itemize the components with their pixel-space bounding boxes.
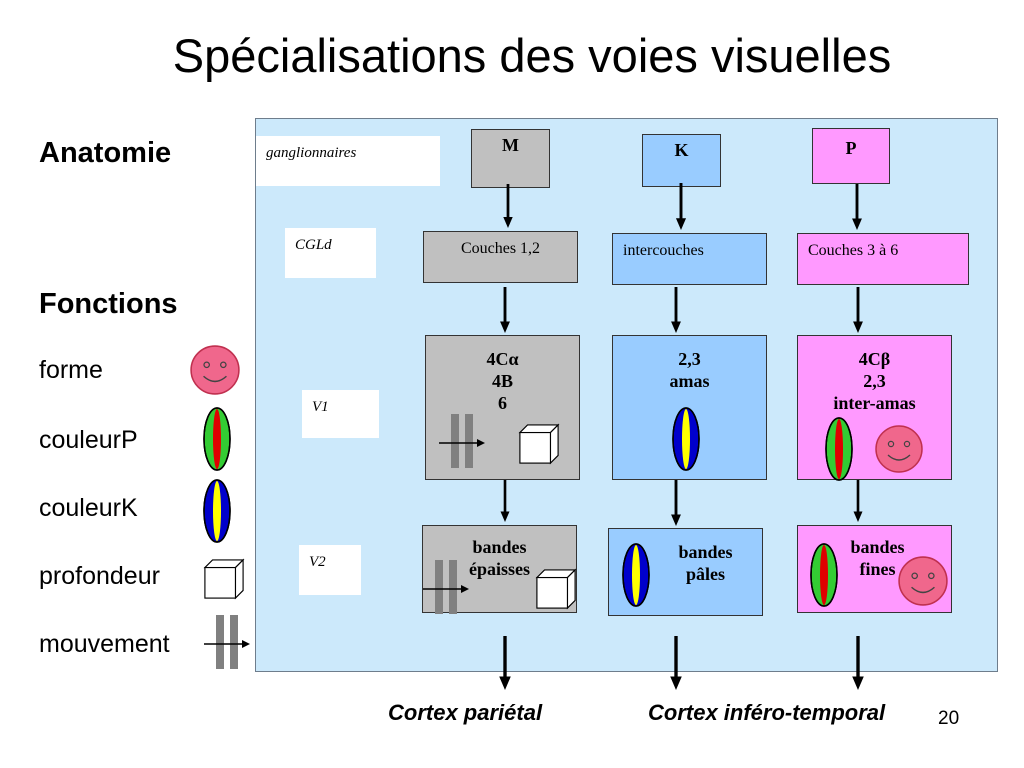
cube-icon <box>203 558 245 600</box>
v1-box-p: 4Cβ 2,3 inter-amas <box>797 335 952 480</box>
legend-label-forme: forme <box>39 356 103 384</box>
arrow-down-icon <box>670 636 682 690</box>
v1-m-line-2: 4B <box>491 371 513 391</box>
fonctions-heading: Fonctions <box>39 288 178 320</box>
arrow-down-icon <box>675 183 687 230</box>
motion-bars-icon <box>421 559 471 615</box>
v2-k-line-1: bandes <box>678 542 733 562</box>
smiley-icon <box>874 424 924 474</box>
level-label-v2: V2 <box>299 545 361 595</box>
smiley-icon <box>189 344 241 396</box>
v1-m-line-3: 6 <box>498 393 507 413</box>
legend-label-profondeur: profondeur <box>39 562 160 590</box>
cube-icon <box>518 423 560 465</box>
pathway-header-m: M <box>471 129 550 188</box>
arrow-down-icon <box>852 480 864 522</box>
level-label-cgld: CGLd <box>285 228 376 278</box>
v1-p-line-2: 2,3 <box>863 371 886 391</box>
pathway-header-k: K <box>642 134 721 187</box>
motion-bars-icon <box>202 614 252 670</box>
red-green-ellipse-icon <box>203 406 231 472</box>
v1-box-m: 4Cα 4B 6 <box>425 335 580 480</box>
blue-yellow-ellipse-icon <box>203 478 231 544</box>
level-label-ganglionnaires: ganglionnaires <box>256 136 440 186</box>
motion-bars-icon <box>437 413 487 469</box>
arrow-down-icon <box>502 184 514 228</box>
v1-box-k: 2,3 amas <box>612 335 767 480</box>
v1-p-line-1: 4Cβ <box>858 349 891 369</box>
arrow-down-icon <box>852 636 864 690</box>
cgld-box-m: Couches 1,2 <box>423 231 578 283</box>
cgld-box-p: Couches 3 à 6 <box>797 233 969 285</box>
v2-m-line-2: épaisses <box>468 559 530 579</box>
pathway-header-p: P <box>812 128 890 184</box>
arrow-down-icon <box>670 480 682 526</box>
level-label-v1: V1 <box>302 390 379 438</box>
v2-p-line-2: fines <box>859 559 896 579</box>
page-number: 20 <box>938 708 960 729</box>
page-title: Spécialisations des voies visuelles <box>172 29 892 82</box>
legend-label-mouvement: mouvement <box>39 630 170 658</box>
v1-k-line-1: 2,3 <box>678 349 701 369</box>
legend-label-couleurp: couleurP <box>39 426 138 454</box>
red-green-ellipse-icon <box>810 542 838 608</box>
anatomie-heading: Anatomie <box>39 137 172 169</box>
arrow-down-icon <box>499 636 511 690</box>
arrow-down-icon <box>851 184 863 230</box>
cgld-box-k: intercouches <box>612 233 767 285</box>
arrow-down-icon <box>499 480 511 522</box>
v2-k-line-2: pâles <box>685 564 725 584</box>
blue-yellow-ellipse-icon <box>622 542 650 608</box>
legend-label-couleurk: couleurK <box>39 494 138 522</box>
v1-k-line-2: amas <box>669 371 710 391</box>
arrow-down-icon <box>499 287 511 333</box>
v1-p-line-3: inter-amas <box>833 393 916 413</box>
v1-m-line-1: 4Cα <box>486 349 519 369</box>
output-label-parietal: Cortex pariétal <box>388 700 543 725</box>
cube-icon <box>535 568 577 610</box>
arrow-down-icon <box>852 287 864 333</box>
red-green-ellipse-icon <box>825 416 853 482</box>
smiley-icon <box>897 555 949 607</box>
arrow-down-icon <box>670 287 682 333</box>
v2-m-line-1: bandes <box>472 537 527 557</box>
blue-yellow-ellipse-icon <box>672 406 700 472</box>
v2-p-line-1: bandes <box>850 537 905 557</box>
output-label-inferotemporal: Cortex inféro-temporal <box>648 700 886 725</box>
